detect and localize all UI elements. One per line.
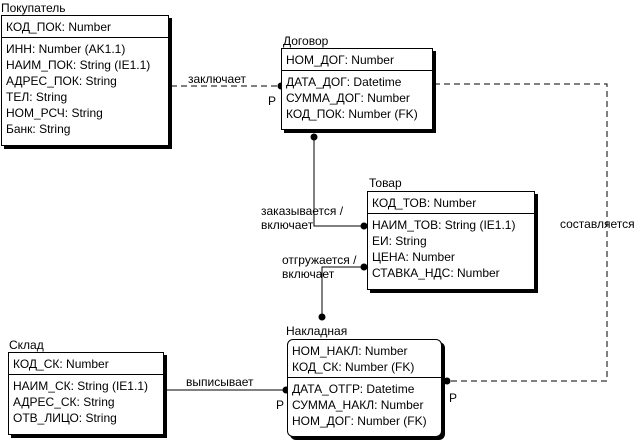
pk-section: КОД_ТОВ: Number bbox=[368, 192, 534, 214]
attribute: НАИМ_СК: String (IE1.1) bbox=[13, 379, 148, 393]
entity-pokupatel[interactable]: КОД_ПОК: Number ИНН: Number (AK1.1) НАИМ… bbox=[1, 15, 169, 146]
entity-dogovor[interactable]: НОМ_ДОГ: Number ДАТА_ДОГ: Datetime СУММА… bbox=[281, 48, 433, 130]
rel-dot-zakazyvaetsya-top bbox=[310, 133, 318, 141]
rel-line-otgruzhaetsya bbox=[321, 266, 362, 314]
rel-cardinality-vypisyvaet: P bbox=[276, 398, 285, 412]
entity-title-tovar: Товар bbox=[369, 176, 402, 190]
attribute: ИНН: Number (AK1.1) bbox=[6, 42, 126, 56]
rel-label-vypisyvaet: выписывает bbox=[186, 375, 254, 389]
rel-dot-otgruzhaetsya-start bbox=[360, 263, 368, 271]
rel-label-otgruzhaetsya-1: отгружается / bbox=[282, 253, 357, 267]
attribute: НАИМ_ПОК: String (IE1.1) bbox=[6, 58, 151, 72]
attribute: ТЕЛ: String bbox=[6, 90, 68, 104]
attribute: АДРЕС_СК: String bbox=[13, 395, 115, 409]
attribute: ЦЕНА: Number bbox=[372, 250, 455, 264]
attribute: НОМ_ДОГ: Number (FK) bbox=[292, 414, 427, 428]
pk-section: НОМ_НАКЛ: Number КОД_СК: Number (FK) bbox=[288, 340, 441, 378]
rel-label-zaklyuchaet: заключает bbox=[188, 72, 246, 86]
rel-cardinality-zaklyuchaet: P bbox=[268, 94, 277, 108]
attribute-section: ДАТА_ДОГ: Datetime СУММА_ДОГ: Number КОД… bbox=[282, 71, 432, 122]
attribute: КОД_СК: Number (FK) bbox=[292, 360, 415, 374]
attribute: КОД_ТОВ: Number bbox=[372, 196, 477, 210]
attribute: Банк: String bbox=[6, 122, 71, 136]
attribute: АДРЕС_ПОК: String bbox=[6, 74, 117, 88]
rel-line-zakazyvaetsya bbox=[313, 136, 362, 227]
rel-dot-sostavlyaetsya bbox=[443, 377, 451, 385]
attribute: НОМ_РСЧ: String bbox=[6, 106, 103, 120]
rel-cardinality-sostavlyaetsya: P bbox=[449, 391, 458, 405]
rel-label-zakazyvaetsya-2: включает bbox=[261, 218, 314, 232]
entity-title-nakladnaya: Накладная bbox=[286, 324, 348, 338]
attribute: ОТВ_ЛИЦО: String bbox=[13, 411, 117, 425]
entity-title-dogovor: Договор bbox=[283, 34, 329, 48]
attribute: КОД_ПОК: Number (FK) bbox=[286, 107, 418, 121]
attribute: СТАВКА_НДС: Number bbox=[372, 266, 500, 280]
attribute: КОД_ПОК: Number bbox=[6, 20, 112, 34]
rel-label-sostavlyaetsya: составляется bbox=[560, 217, 635, 231]
attribute: НОМ_НАКЛ: Number bbox=[292, 344, 408, 358]
attribute-section: НАИМ_ТОВ: String (IE1.1) ЕИ: String ЦЕНА… bbox=[368, 214, 534, 281]
rel-label-zakazyvaetsya-1: заказывается / bbox=[261, 204, 344, 218]
entity-nakladnaya[interactable]: НОМ_НАКЛ: Number КОД_СК: Number (FK) ДАТ… bbox=[287, 339, 442, 437]
attribute: НОМ_ДОГ: Number bbox=[286, 53, 394, 67]
attribute-section: НАИМ_СК: String (IE1.1) АДРЕС_СК: String… bbox=[9, 375, 163, 426]
pk-section: КОД_ПОК: Number bbox=[2, 16, 168, 38]
attribute-section: ДАТА_ОТГР: Datetime СУММА_НАКЛ: Number Н… bbox=[288, 378, 441, 429]
pk-section: КОД_СК: Number bbox=[9, 353, 163, 375]
rel-line-sostavlyaetsya bbox=[434, 83, 608, 382]
attribute-section: ИНН: Number (AK1.1) НАИМ_ПОК: String (IE… bbox=[2, 38, 168, 137]
attribute: ДАТА_ОТГР: Datetime bbox=[292, 382, 415, 396]
attribute: ДАТА_ДОГ: Datetime bbox=[286, 75, 402, 89]
attribute: ЕИ: String bbox=[372, 234, 427, 248]
entity-title-sklad: Склад bbox=[9, 338, 44, 352]
rel-label-otgruzhaetsya-2: включает bbox=[282, 267, 335, 281]
entity-title-pokupatel: Покупатель bbox=[1, 1, 66, 15]
attribute: СУММА_НАКЛ: Number bbox=[292, 398, 424, 412]
attribute: СУММА_ДОГ: Number bbox=[286, 91, 410, 105]
attribute: КОД_СК: Number bbox=[13, 357, 109, 371]
attribute: НАИМ_ТОВ: String (IE1.1) bbox=[372, 218, 516, 232]
rel-dot-otgruzhaetsya-end bbox=[318, 313, 326, 321]
pk-section: НОМ_ДОГ: Number bbox=[282, 49, 432, 71]
entity-sklad[interactable]: КОД_СК: Number НАИМ_СК: String (IE1.1) А… bbox=[8, 352, 164, 435]
entity-tovar[interactable]: КОД_ТОВ: Number НАИМ_ТОВ: String (IE1.1)… bbox=[367, 191, 535, 290]
rel-dot-zakazyvaetsya-end bbox=[360, 222, 368, 230]
